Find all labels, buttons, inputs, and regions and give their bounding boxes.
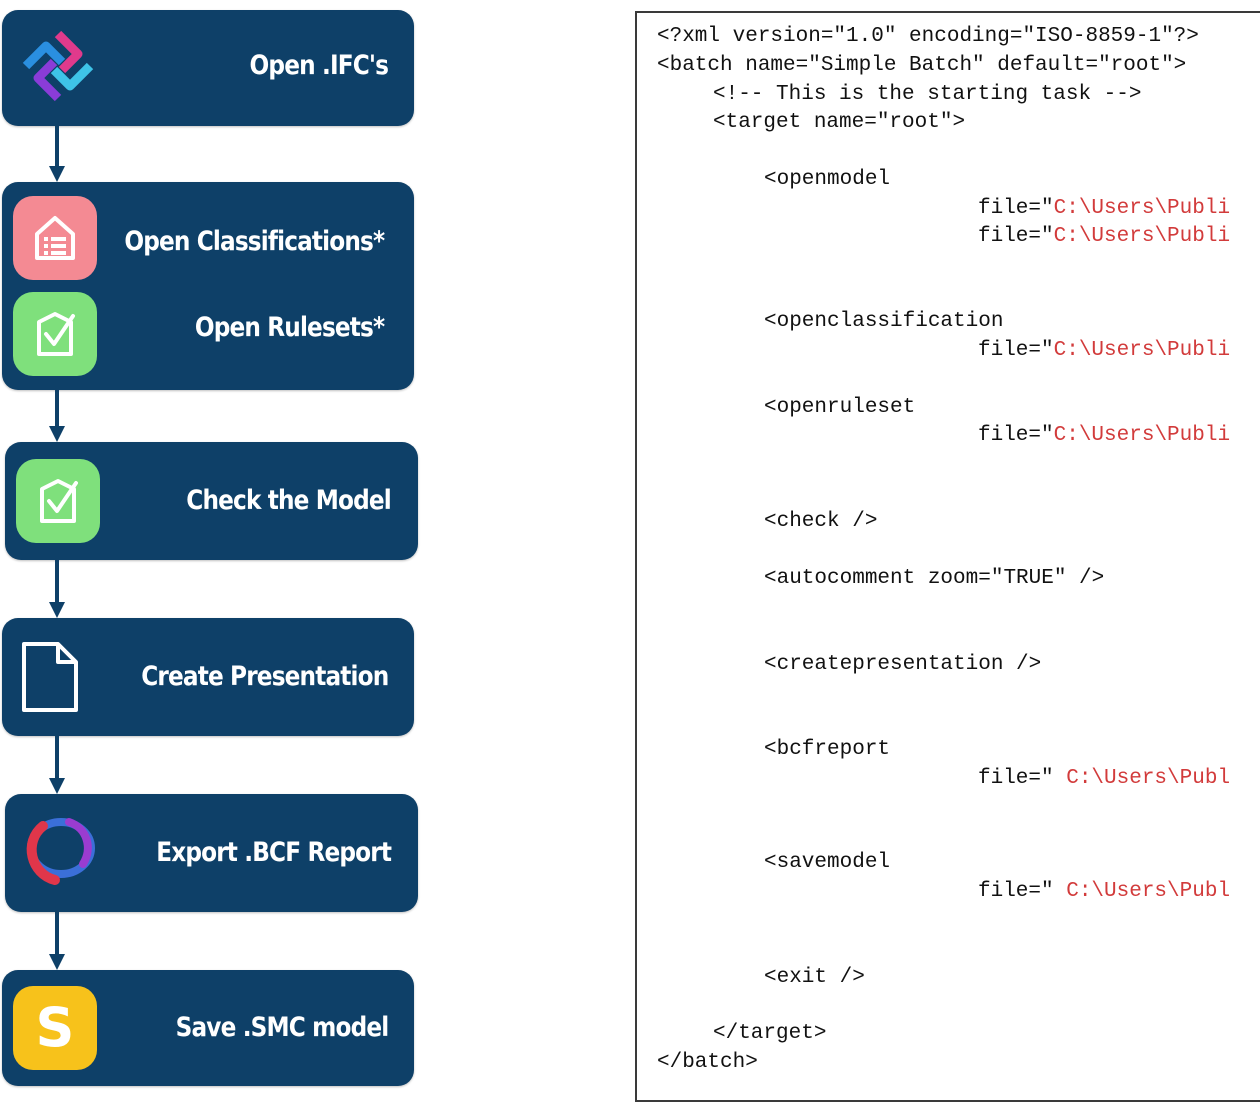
- bcf-logo-icon: [17, 808, 101, 892]
- step-export-bcf: Export .BCF Report: [5, 794, 418, 912]
- step-open-ifc: Open .IFC's: [2, 10, 414, 126]
- code-line: <!-- This is the starting task -->: [713, 83, 1142, 106]
- code-line: </batch>: [657, 1051, 758, 1074]
- code-line: <exit />: [764, 966, 865, 989]
- code-line: <openclassification: [764, 310, 1004, 333]
- code-line: <bcfreport: [764, 738, 891, 761]
- solibri-s-icon: S: [13, 986, 97, 1070]
- flow-arrow: [49, 736, 65, 794]
- code-line: <batch name="Simple Batch" default="root…: [657, 54, 1187, 77]
- code-line: file="C:\Users\Publi: [978, 339, 1231, 362]
- code-line: <savemodel: [764, 851, 891, 874]
- step-label: Open .IFC's: [249, 50, 388, 81]
- step-check-model: Check the Model: [5, 442, 418, 560]
- code-line: <createpresentation />: [764, 653, 1042, 676]
- step-save-smc: S Save .SMC model: [2, 970, 414, 1086]
- code-line: file="C:\Users\Publi: [978, 197, 1231, 220]
- code-line: <autocomment zoom="TRUE" />: [764, 567, 1105, 590]
- check-model-icon: [16, 459, 100, 543]
- flow-arrow: [49, 560, 65, 618]
- batch-xml-code-panel: <?xml version="1.0" encoding="ISO-8859-1…: [635, 11, 1260, 1102]
- code-line: </target>: [713, 1022, 827, 1045]
- flow-arrow: [49, 912, 65, 970]
- code-line: file=" C:\Users\Publ: [978, 880, 1231, 903]
- code-line: <check />: [764, 510, 878, 533]
- ruleset-check-icon: [13, 292, 97, 376]
- code-line: <openmodel: [764, 168, 891, 191]
- step-create-presentation: Create Presentation: [2, 618, 414, 736]
- code-line: <openruleset: [764, 396, 916, 419]
- step-label: Check the Model: [186, 485, 391, 516]
- code-line: file=" C:\Users\Publ: [978, 767, 1231, 790]
- code-line: file="C:\Users\Publi: [978, 225, 1231, 248]
- document-icon: [8, 635, 92, 719]
- classification-list-icon: [13, 196, 97, 280]
- step-label: Save .SMC model: [175, 1012, 389, 1043]
- step-label: Open Rulesets*: [194, 312, 385, 343]
- flow-arrow: [49, 126, 65, 182]
- step-label: Create Presentation: [140, 661, 389, 692]
- step-label: Open Classifications*: [124, 226, 385, 257]
- solibri-s-letter: S: [35, 996, 75, 1059]
- code-line: file="C:\Users\Publi: [978, 424, 1231, 447]
- code-line: <target name="root">: [713, 111, 966, 134]
- flow-arrow: [49, 390, 65, 442]
- code-line: <?xml version="1.0" encoding="ISO-8859-1…: [657, 25, 1199, 48]
- step-open-classifications-rulesets: Open Classifications* Open Rulesets*: [2, 182, 414, 390]
- step-label: Export .BCF Report: [156, 837, 392, 868]
- ifc-logo-icon: [16, 24, 100, 108]
